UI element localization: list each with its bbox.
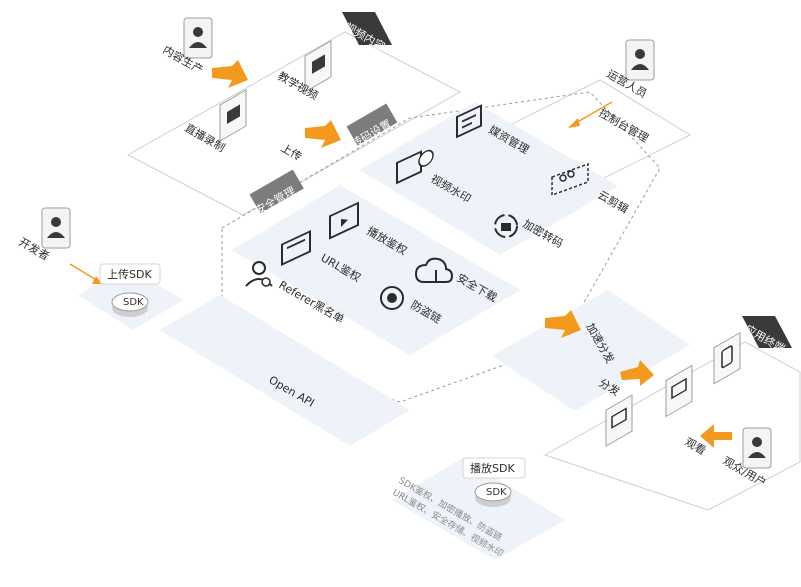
upload-sdk-label: 上传SDK [107,268,152,281]
arrow-upload-to-transcode [305,120,341,148]
video-content-tag [342,12,392,45]
operator-person-icon [625,39,655,81]
arrow-developer-line [69,263,99,282]
console-management-label: 控制台管理 [597,105,652,145]
arrow-developer-head [92,276,102,284]
upload-sdk-box [99,263,161,285]
scissors-icon [551,162,589,197]
monitor-icon [671,377,687,400]
media-icon [227,104,240,124]
app-terminal-tag [742,316,792,348]
arrow-operator-line [573,101,613,125]
content-producer-person-icon [183,17,213,59]
play-sdk-label: 播放SDK [470,461,515,475]
media-icon [312,54,325,74]
sdk-disc-icon: SDK [474,482,512,507]
play-auth-icon [329,201,359,240]
security-management-tag [249,169,304,214]
open-api-tile [160,295,410,446]
monitor-icon [611,407,627,429]
phone-icon [721,345,733,369]
transcode-settings-tag [346,103,398,146]
audience-person-icon [742,427,772,469]
arrow-producer-to-content [212,60,248,88]
cloud-editing-label: 云剪辑 [596,187,632,216]
developer-person-icon [41,207,71,249]
platform-boundary [221,91,661,403]
encrypt-icon [494,214,518,238]
play-sdk-box [462,457,526,479]
distribution-tile [492,290,690,411]
url-auth-icon [281,229,311,266]
arrow-operator-head [568,118,580,128]
cloud-download-icon [414,257,454,283]
upload-sdk-badge: SDK [123,297,144,308]
transcode-tile [360,102,618,255]
security-tile [232,185,520,355]
phone-device [713,331,741,385]
play-sdk-tile [392,458,565,560]
content-production-platform [126,31,462,216]
anti-leech-icon [380,286,404,310]
teaching-video-device [304,40,332,93]
monitor-device [665,364,693,418]
arrow-distribution-to-terminal [620,360,654,386]
upload-label: 上传 [279,141,305,163]
screen-device [605,394,633,447]
media-icon [456,104,482,139]
terminal-platform [543,341,801,511]
arrow-audience-watch [700,424,732,448]
sdk-disc-icon: SDK [111,292,149,317]
live-recording-device [219,89,247,142]
arrow-to-distribution [545,310,581,338]
referer-icon [245,261,273,287]
watermark-icon [396,149,434,185]
play-sdk-badge: SDK [486,487,507,498]
